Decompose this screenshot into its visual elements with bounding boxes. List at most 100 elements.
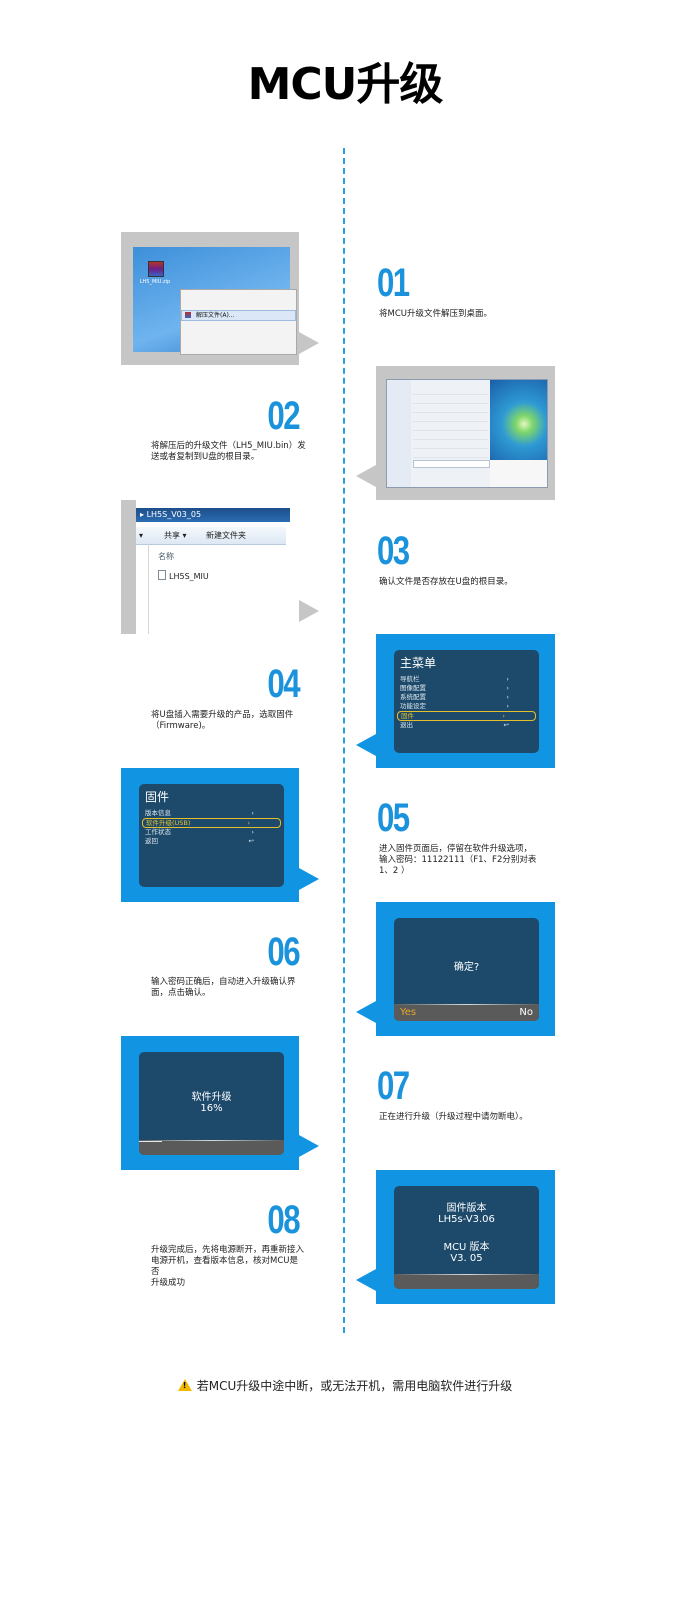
- context-menu: 解压文件(A)...: [180, 289, 297, 355]
- menu-item-label: 工作状态: [145, 828, 171, 836]
- step-01-screenshot-panel: LH5_MIU.zip 解压文件(A)...: [121, 232, 299, 365]
- warning-text: 若MCU升级中途中断，或无法开机，需用电脑软件进行升级: [196, 1379, 513, 1393]
- menu-item-label: 功能设定: [400, 702, 426, 710]
- confirm-screen: 确定? Yes No: [394, 918, 539, 1021]
- context-menu-item-disabled: [181, 300, 296, 310]
- pointer-arrow: [356, 1001, 376, 1023]
- confirm-prompt: 确定?: [453, 962, 480, 973]
- menu-item[interactable]: 工作状态 ›: [139, 828, 284, 837]
- step-number: 02: [267, 394, 300, 438]
- winrar-icon: [185, 312, 191, 318]
- step-07-screenshot-panel: 软件升级 16%: [121, 1036, 299, 1170]
- step-description: 确认文件是否存放在U盘的根目录。: [379, 577, 513, 587]
- menu-item-label: 软件升级(USB): [146, 819, 191, 827]
- pointer-arrow: [299, 1135, 319, 1157]
- step-number: 06: [267, 930, 300, 974]
- menu-item[interactable]: 版本信息 ›: [139, 809, 284, 818]
- chevron-right-icon: ›: [251, 809, 254, 817]
- explorer-window: ▸ LH5S_V03_05 ▾ 共享 ▾ 新建文件夹 名称 LH5S_MIU: [136, 500, 299, 634]
- toolbar-chevron: ▾: [139, 531, 144, 540]
- chevron-right-icon: ›: [506, 684, 509, 692]
- file-list: [413, 386, 488, 458]
- firmware-version-value: LH5s-V3.06: [438, 1214, 495, 1225]
- file-list-item[interactable]: LH5S_MIU: [158, 570, 209, 581]
- address-bar: ▸ LH5S_V03_05: [136, 508, 290, 522]
- menu-item-label: 版本信息: [145, 809, 171, 817]
- menu-list: 导航栏›图像配置 › 系统配置 › 功能设定 › 固件 › 退出 ↩: [394, 675, 539, 730]
- menu-list: 版本信息 › 软件升级(USB) › 工作状态 › 返回 ↩: [139, 809, 284, 846]
- step-number: 01: [377, 261, 410, 305]
- return-icon: ↩: [503, 721, 509, 729]
- main-menu-screen: 主菜单 导航栏›图像配置 › 系统配置 › 功能设定 › 固件 › 退出 ↩: [394, 650, 539, 753]
- step-description: 正在进行升级（升级过程中请勿断电）。: [379, 1112, 528, 1122]
- context-menu-item-extract[interactable]: 解压文件(A)...: [181, 310, 296, 321]
- menu-title: 固件: [145, 790, 170, 804]
- step-02-screenshot-panel: [376, 366, 555, 500]
- share-button[interactable]: 共享 ▾: [164, 531, 187, 540]
- menu-item-label: 系统配置: [400, 693, 426, 701]
- pointer-arrow: [356, 734, 376, 756]
- pointer-arrow: [299, 868, 319, 890]
- menu-item[interactable]: 固件 ›: [397, 711, 536, 721]
- step-description: 进入固件页面后，停留在软件升级选项， 输入密码：11122111（F1、F2分别…: [379, 844, 537, 876]
- pointer-arrow: [356, 1269, 376, 1291]
- menu-item[interactable]: 软件升级(USB) ›: [142, 818, 281, 828]
- folder-path[interactable]: LH5S_V03_05: [146, 510, 202, 519]
- warning-icon: !: [177, 1379, 192, 1391]
- menu-item-label: 返回: [145, 837, 158, 845]
- step-description: 将MCU升级文件解压到桌面。: [379, 309, 492, 319]
- mcu-version-value: V3. 05: [450, 1253, 483, 1264]
- version-info-screen: 固件版本 LH5s-V3.06 MCU 版本 V3. 05: [394, 1186, 539, 1289]
- archive-icon-label: LH5_MIU.zip: [139, 279, 171, 285]
- desktop-area: LH5_MIU.zip 解压文件(A)...: [133, 247, 297, 355]
- nav-pane-edge: [148, 544, 149, 634]
- chevron-right-icon: ›: [247, 819, 250, 827]
- pointer-arrow: [356, 465, 376, 487]
- menu-item[interactable]: 返回 ↩: [139, 837, 284, 846]
- context-menu-item-disabled: [181, 331, 296, 341]
- step-description: 输入密码正确后，自动进入升级确认界 面，点击确认。: [151, 977, 296, 998]
- no-button[interactable]: No: [519, 1007, 533, 1018]
- step-03-screenshot-panel: ▸ LH5S_V03_05 ▾ 共享 ▾ 新建文件夹 名称 LH5S_MIU: [121, 500, 299, 634]
- menu-item[interactable]: 导航栏›: [394, 675, 539, 684]
- step-05-screenshot-panel: 固件 版本信息 › 软件升级(USB) › 工作状态 › 返回 ↩: [121, 768, 299, 902]
- bottom-bar: [394, 1274, 539, 1289]
- step-description: 将U盘插入需要升级的产品，选取固件 （Firmware)。: [151, 710, 294, 731]
- chevron-right-icon: ›: [506, 702, 509, 710]
- step-number: 05: [377, 796, 410, 840]
- chevron-right-icon: ›: [506, 693, 509, 701]
- yes-button[interactable]: Yes: [400, 1007, 417, 1018]
- explorer-window: [386, 379, 548, 488]
- warning-note: ! 若MCU升级中途中断，或无法开机，需用电脑软件进行升级: [0, 1377, 690, 1394]
- usb-drive-row: [413, 460, 490, 468]
- page-title: MCU升级: [247, 59, 444, 110]
- chevron-right-icon: ›: [251, 828, 254, 836]
- context-menu-item-disabled: [181, 290, 296, 300]
- menu-title: 主菜单: [400, 656, 437, 670]
- menu-item[interactable]: 系统配置 ›: [394, 693, 539, 702]
- menu-item-label: 图像配置: [400, 684, 426, 692]
- progress-bar: [139, 1140, 284, 1155]
- pointer-arrow: [299, 600, 319, 622]
- menu-item[interactable]: 图像配置 ›: [394, 684, 539, 693]
- step-number: 04: [267, 662, 300, 706]
- timeline-divider: [343, 148, 345, 1333]
- mcu-version-label: MCU 版本: [443, 1242, 490, 1253]
- progress-fill: [139, 1141, 163, 1142]
- step-08-screenshot-panel: 固件版本 LH5s-V3.06 MCU 版本 V3. 05: [376, 1170, 555, 1304]
- chevron-right-icon: ›: [506, 675, 509, 683]
- menu-item[interactable]: 功能设定 ›: [394, 702, 539, 711]
- upgrade-label: 软件升级: [191, 1092, 232, 1103]
- explorer-sidebar: [387, 380, 411, 487]
- return-icon: ↩: [248, 837, 254, 845]
- chevron-right-icon: ›: [502, 712, 505, 720]
- upgrade-percent: 16%: [200, 1103, 223, 1114]
- column-header-name[interactable]: 名称: [158, 552, 174, 561]
- new-folder-button[interactable]: 新建文件夹: [206, 531, 246, 540]
- menu-item-label: 固件: [401, 712, 414, 720]
- menu-item-label: 退出: [400, 721, 413, 729]
- confirm-bar: Yes No: [394, 1004, 539, 1021]
- toolbar: ▾ 共享 ▾ 新建文件夹: [136, 527, 286, 545]
- windows-wallpaper: [490, 380, 547, 460]
- menu-item[interactable]: 退出 ↩: [394, 721, 539, 730]
